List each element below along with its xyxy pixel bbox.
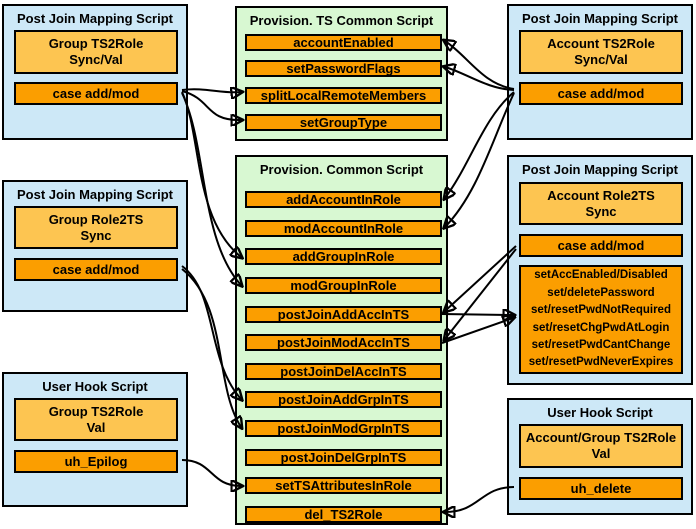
password-function: set/resetPwdCantChange xyxy=(531,338,671,351)
function-item: setTSAttributesInRole xyxy=(245,477,442,494)
function-item: postJoinAddAccInTS xyxy=(245,306,442,323)
action-uh-delete: uh_delete xyxy=(519,477,683,500)
header-line: Account Role2TS xyxy=(547,187,655,203)
panel-title: Post Join Mapping Script xyxy=(521,11,678,26)
header-line: Sync xyxy=(585,203,617,219)
edge-tl-case-add-mod-to-splitLocalRemoteMembers xyxy=(181,89,241,92)
panel-title: Provision. Common Script xyxy=(259,162,424,177)
panel-provision-ts-common-script: Provision. TS Common Script accountEnabl… xyxy=(235,6,448,141)
header-line: Val xyxy=(591,446,611,461)
edge-tr-case-add-mod-to-addAccountInRole xyxy=(445,91,515,198)
function-item: addGroupInRole xyxy=(245,248,442,265)
action-case-add-mod: case add/mod xyxy=(519,82,683,105)
panel-title: User Hook Script xyxy=(42,379,148,394)
panel-post-join-account-ts2role: Post Join Mapping Script Account TS2Role… xyxy=(507,4,693,140)
panel-title: User Hook Script xyxy=(547,405,653,420)
function-item: splitLocalRemoteMembers xyxy=(245,87,442,104)
edge-uh-epilog-to-setTSAttributesInRole xyxy=(181,459,241,486)
header-line: Sync/Val xyxy=(69,52,123,67)
edge-tl-case-add-mod-to-setGroupType xyxy=(181,90,241,120)
password-functions-block: setAccEnabled/Disabled set/deletePasswor… xyxy=(519,265,683,374)
function-item: modGroupInRole xyxy=(245,277,442,294)
password-function: set/resetPwdNeverExpires xyxy=(528,356,674,369)
function-item: postJoinModAccInTS xyxy=(245,334,442,351)
panel-title: Provision. TS Common Script xyxy=(249,13,434,28)
password-function: set/resetChgPwdAtLogin xyxy=(532,321,670,334)
panel-post-join-group-role2ts: Post Join Mapping Script Group Role2TS S… xyxy=(2,180,188,312)
password-function: set/deletePassword xyxy=(547,286,655,299)
edge-postJoinModAccInTS-to-password-functions xyxy=(441,318,513,344)
function-item: postJoinModGrpInTS xyxy=(245,420,442,437)
edge-tr-case-add-mod-to-setPasswordFlags xyxy=(445,67,515,91)
edge-tr-case-add-mod-to-modAccountInRole xyxy=(445,92,515,227)
header-line: Group TS2Role xyxy=(48,36,144,51)
edge-postJoinAddAccInTS-to-password-functions xyxy=(441,314,513,315)
function-item: accountEnabled xyxy=(245,34,442,51)
panel-user-hook-account-group: User Hook Script Account/Group TS2Role V… xyxy=(507,398,693,515)
function-item: del_TS2Role xyxy=(245,506,442,523)
function-item: modAccountInRole xyxy=(245,220,442,237)
panel-provision-common-script: Provision. Common Script addAccountInRol… xyxy=(235,155,448,525)
panel-user-hook-group: User Hook Script Group TS2Role Val uh_Ep… xyxy=(2,372,188,507)
password-function: setAccEnabled/Disabled xyxy=(534,269,668,282)
panel-post-join-account-role2ts: Post Join Mapping Script Account Role2TS… xyxy=(507,155,693,385)
header-account-group-ts2role-val: Account/Group TS2Role Val xyxy=(519,424,683,468)
function-item: postJoinDelAccInTS xyxy=(245,363,442,380)
action-case-add-mod: case add/mod xyxy=(14,82,178,105)
password-function: set/resetPwdNotRequired xyxy=(531,304,671,317)
header-line: Group Role2TS xyxy=(48,211,144,227)
function-item: setPasswordFlags xyxy=(245,60,442,77)
header-account-role2ts-sync: Account Role2TS Sync xyxy=(519,182,683,225)
edge-mr-case-add-mod-to-postJoinModAccInTS xyxy=(445,248,517,339)
edge-tl-case-add-mod-to-modGroupInRole xyxy=(181,92,241,285)
header-line: Val xyxy=(86,419,106,435)
header-group-ts2role-val: Group TS2Role Val xyxy=(14,398,178,441)
action-case-add-mod: case add/mod xyxy=(519,234,683,257)
edge-mr-case-add-mod-to-postJoinAddAccInTS xyxy=(445,245,517,311)
header-line: Sync xyxy=(80,227,112,243)
header-line: Group TS2Role xyxy=(48,403,144,419)
edge-tl-case-add-mod-to-addGroupInRole xyxy=(181,91,241,257)
header-account-ts2role-sync-val: Account TS2Role Sync/Val xyxy=(519,30,683,74)
action-case-add-mod: case add/mod xyxy=(14,258,178,281)
panel-title: Post Join Mapping Script xyxy=(16,187,173,202)
edge-ml-case-add-mod-to-postJoinModGrpInTS xyxy=(181,268,241,427)
panel-title: Post Join Mapping Script xyxy=(16,11,173,26)
header-line: Account/Group TS2Role xyxy=(525,430,677,445)
header-group-role2ts-sync: Group Role2TS Sync xyxy=(14,206,178,249)
panel-post-join-group-ts2role: Post Join Mapping Script Group TS2Role S… xyxy=(2,4,188,140)
edge-ml-case-add-mod-to-postJoinAddGrpInTS xyxy=(181,265,241,399)
function-item: postJoinAddGrpInTS xyxy=(245,391,442,408)
action-uh-epilog: uh_Epilog xyxy=(14,450,178,473)
function-item: setGroupType xyxy=(245,114,442,131)
panel-title: Post Join Mapping Script xyxy=(521,162,678,177)
header-line: Sync/Val xyxy=(574,52,628,67)
header-line: Account TS2Role xyxy=(547,36,655,51)
edge-uh-delete-to-del_TS2Role xyxy=(445,486,515,512)
function-item: postJoinDelGrpInTS xyxy=(245,449,442,466)
header-group-ts2role-sync-val: Group TS2Role Sync/Val xyxy=(14,30,178,74)
function-item: addAccountInRole xyxy=(245,191,442,208)
edge-tr-case-add-mod-to-accountEnabled xyxy=(445,41,515,90)
